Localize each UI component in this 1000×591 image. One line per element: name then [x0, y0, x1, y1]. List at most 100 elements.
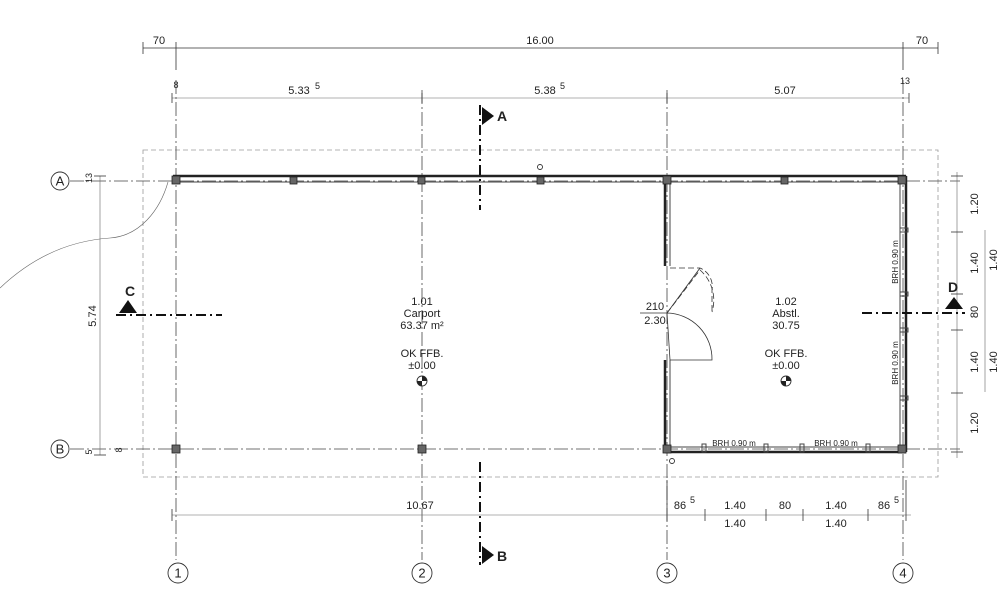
axis-label-2: 2 — [418, 566, 425, 581]
post — [417, 444, 427, 454]
window-marker — [899, 227, 909, 233]
dim-span-1: 5.33 — [288, 85, 309, 97]
dim-bottom-e-sup: 5 — [894, 495, 899, 505]
dim-bottom-c: 80 — [779, 500, 791, 512]
section-a-label: A — [497, 108, 507, 124]
axis-bubble-b — [50, 439, 70, 459]
post — [897, 175, 907, 185]
post — [536, 176, 545, 185]
window-marker — [865, 443, 871, 453]
posts — [171, 164, 907, 464]
room-storage-level-label: OK FFB. — [765, 348, 808, 360]
axis-bubble-3 — [656, 562, 678, 584]
axis-bubble-1 — [167, 562, 189, 584]
post — [662, 175, 672, 185]
window-marker — [799, 443, 805, 453]
dim-bottom-carport: 10.67 — [406, 500, 434, 512]
brh-right-upper: BRH 0.90 m — [891, 240, 900, 284]
section-d-arrow-icon — [945, 297, 963, 309]
post — [171, 444, 181, 454]
window-marker — [899, 327, 909, 333]
dim-left-b-offset-1: 5 — [84, 449, 94, 454]
post — [289, 176, 298, 185]
level-marker-icon — [780, 375, 792, 387]
brh-bottom-right: BRH 0.90 m — [814, 439, 858, 448]
room-storage-number: 1.02 — [775, 296, 796, 308]
room-storage-level-value: ±0.00 — [772, 360, 799, 372]
post — [171, 175, 181, 185]
dim-span-1-sup: 5 — [315, 81, 320, 91]
door-leaf-line — [666, 267, 701, 314]
door-width: 210 — [646, 301, 664, 313]
brh-bottom-left: BRH 0.90 m — [712, 439, 756, 448]
section-markers: A B C D — [116, 105, 965, 565]
dim-bottom-a: 86 — [674, 500, 686, 512]
section-a-arrow-icon — [482, 107, 494, 125]
post — [780, 176, 789, 185]
window-marker — [763, 443, 769, 453]
left-dimensions: 5.74 13 5 8 — [84, 173, 124, 456]
room-carport-number: 1.01 — [411, 296, 432, 308]
room-carport: 1.01 Carport 63.37 m² OK FFB. ±0.00 — [400, 296, 444, 387]
door-swing — [666, 267, 715, 361]
axis-grid — [70, 80, 960, 560]
dim-span-2: 5.38 — [534, 85, 555, 97]
section-b-label: B — [497, 548, 507, 564]
door-height: 2.30 — [644, 315, 665, 327]
right-dimensions: 1.20 1.40 80 1.40 1.20 1.40 1.40 — [951, 172, 1000, 458]
section-c-label: C — [125, 283, 135, 299]
axis-label-b: B — [56, 442, 65, 457]
drain-point — [537, 164, 543, 170]
post — [662, 444, 672, 454]
window-marker — [701, 443, 707, 453]
dim-bottom-row2-1: 1.40 — [724, 518, 745, 530]
window-marker — [899, 291, 909, 297]
section-b-arrow-icon — [482, 546, 494, 564]
dim-offset-left: 8 — [173, 80, 178, 90]
dim-bottom-a-sup: 5 — [690, 495, 695, 505]
dim-bottom-e: 86 — [878, 500, 890, 512]
dim-bottom-row2-2: 1.40 — [825, 518, 846, 530]
dim-right-outer-2: 1.40 — [988, 351, 1000, 372]
door-arc-upper — [670, 267, 713, 312]
axis-label-a: A — [56, 174, 65, 189]
axis-bubble-a — [50, 171, 70, 191]
post — [417, 176, 426, 185]
axis-bubble-2 — [411, 562, 433, 584]
room-carport-level-label: OK FFB. — [401, 348, 444, 360]
dim-top-overhang-right: 70 — [916, 35, 928, 47]
axis-bubble-4 — [892, 562, 914, 584]
window-notes: BRH 0.90 m BRH 0.90 m BRH 0.90 m BRH 0.9… — [712, 240, 900, 448]
axis-label-4: 4 — [899, 566, 906, 581]
brh-right-lower: BRH 0.90 m — [891, 341, 900, 385]
dim-right-2: 1.40 — [969, 252, 981, 273]
roof-outline — [142, 149, 939, 478]
room-storage-name: Abstl. — [772, 308, 800, 320]
dim-right-3: 80 — [969, 306, 981, 318]
dim-bottom-b: 1.40 — [724, 500, 745, 512]
bottom-dimensions: 10.67 86 5 1.40 80 1.40 86 5 1.40 1.40 — [171, 480, 911, 530]
dim-right-1: 1.20 — [969, 193, 981, 214]
room-storage-area: 30.75 — [772, 320, 800, 332]
window-marker — [899, 395, 909, 401]
axis-bubbles: A B 1 2 3 4 — [50, 171, 914, 584]
axis-label-1: 1 — [174, 566, 181, 581]
room-carport-name: Carport — [404, 308, 441, 320]
dim-span-3: 5.07 — [774, 85, 795, 97]
dim-span-2-sup: 5 — [560, 81, 565, 91]
dim-bottom-d: 1.40 — [825, 500, 846, 512]
dim-right-5: 1.20 — [969, 412, 981, 433]
section-c-arrow-icon — [119, 300, 137, 313]
door-leaf-lower — [666, 312, 713, 361]
room-carport-level-value: ±0.00 — [408, 360, 435, 372]
dim-offset-right: 13 — [900, 76, 910, 86]
drain-point — [669, 458, 675, 464]
dim-left-a-offset: 13 — [84, 173, 94, 183]
axis-label-3: 3 — [663, 566, 670, 581]
door-leaf-upper — [666, 269, 715, 314]
top-dimensions: 70 16.00 70 8 5.33 5 5.38 5 5.07 13 — [142, 35, 939, 103]
room-carport-area: 63.37 m² — [400, 320, 444, 332]
dim-top-total: 16.00 — [526, 35, 554, 47]
dim-left-b-offset-2: 8 — [114, 447, 124, 452]
